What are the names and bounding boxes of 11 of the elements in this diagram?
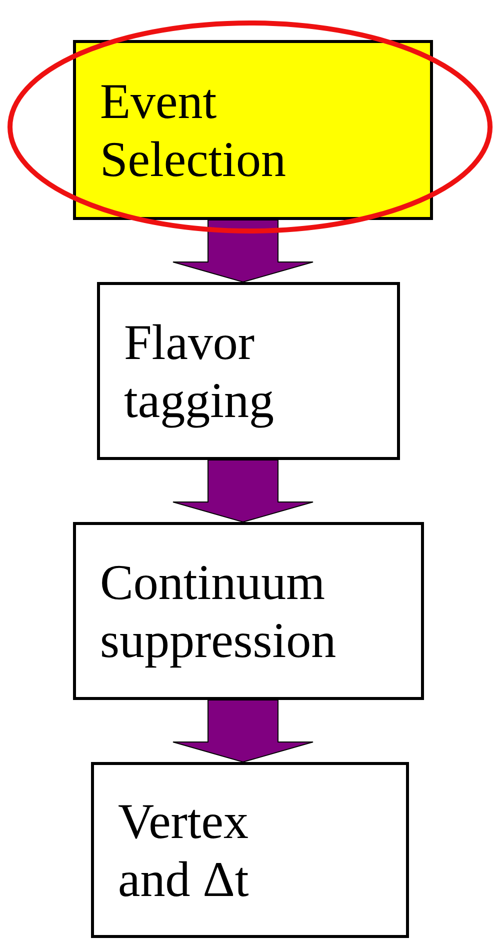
box-label: Vertex and Δt (118, 792, 250, 908)
block-arrow (172, 700, 314, 763)
box-label: Event Selection (100, 72, 288, 188)
block-arrow (172, 460, 314, 523)
box-label: Continuum suppression (100, 553, 338, 669)
process-box (73, 40, 433, 220)
process-box (73, 522, 424, 700)
block-arrow (172, 220, 314, 283)
process-box (97, 282, 400, 460)
box-label: Flavor tagging (124, 313, 275, 429)
process-box (91, 762, 409, 938)
